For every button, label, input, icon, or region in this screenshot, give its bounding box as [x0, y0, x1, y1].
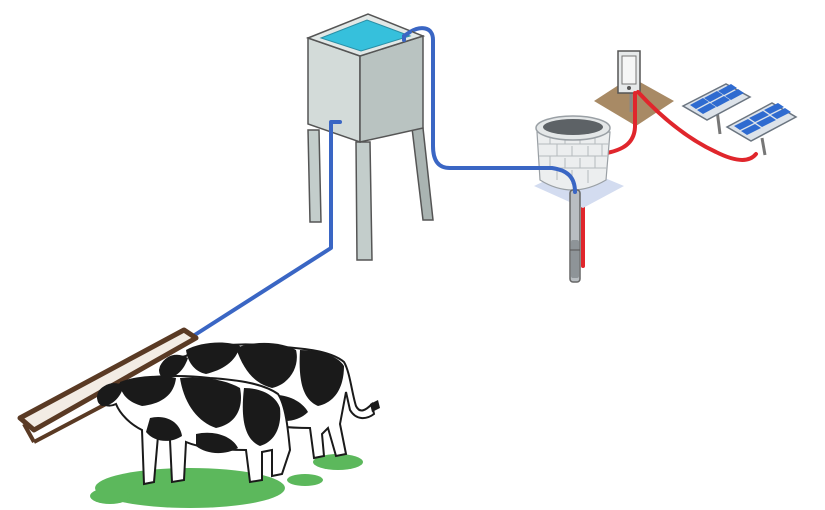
cow-front: [96, 375, 292, 486]
well: [534, 115, 624, 208]
grass: [90, 454, 363, 508]
tank-water: [319, 19, 412, 52]
tower-legs: [307, 127, 434, 261]
submersible-pump: [569, 189, 581, 283]
pipe-tower-to-trough: [188, 120, 342, 340]
water-tower: [305, 13, 434, 261]
solar-panels: [681, 83, 798, 156]
pipe-pump-to-tower: [408, 26, 577, 194]
controller-box: [617, 50, 641, 112]
solar-panel-right: [725, 102, 798, 156]
cattle: [96, 342, 380, 486]
solar-panel-left: [681, 83, 752, 135]
cable-panels-to-controller: [636, 90, 758, 162]
